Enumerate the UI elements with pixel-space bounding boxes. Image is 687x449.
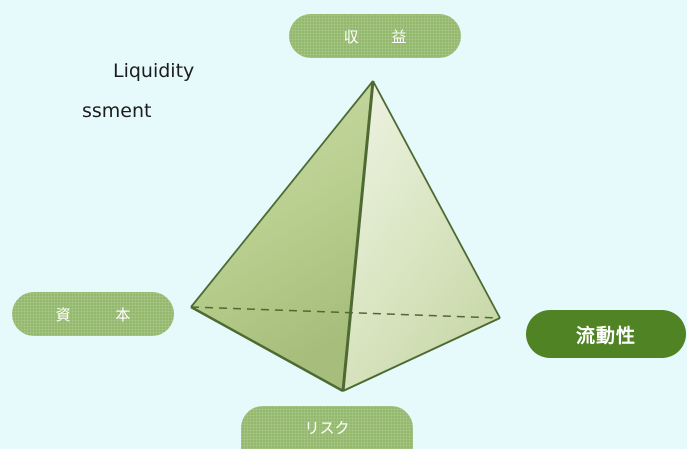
hidden-edge bbox=[190, 306, 501, 319]
edge-top-left bbox=[190, 80, 374, 308]
heading-line-2: ssment bbox=[82, 100, 152, 122]
vertex-label-top: 収 益 bbox=[289, 14, 461, 58]
edge-top-right bbox=[372, 80, 501, 319]
vertex-label-left: 資 本 bbox=[12, 292, 174, 336]
pyramid-left-face bbox=[191, 81, 373, 391]
edge-bottom-right bbox=[342, 317, 501, 392]
pyramid-right-face bbox=[343, 81, 500, 391]
edge-bottom-left bbox=[190, 305, 344, 393]
heading-line-1: Liquidity bbox=[113, 60, 195, 82]
edge-front bbox=[341, 80, 375, 392]
vertex-label-bottom: リスク bbox=[241, 406, 413, 449]
vertex-label-right: 流動性 bbox=[526, 310, 686, 358]
